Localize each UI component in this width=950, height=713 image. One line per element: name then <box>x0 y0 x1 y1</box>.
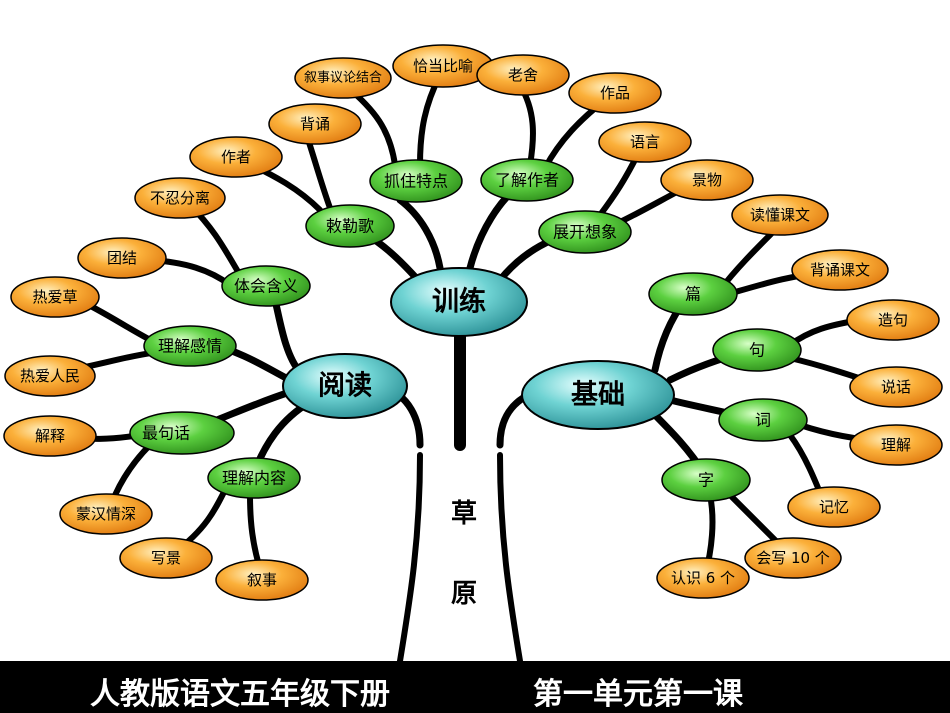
main-node-reading-label: 阅读 <box>318 371 372 402</box>
leaf-renshi[interactable]: 认识 6 个 <box>656 557 750 599</box>
leaf-jingwu-label: 景物 <box>692 171 722 189</box>
sub-node-pian-label: 篇 <box>685 285 701 304</box>
leaf-reaicao[interactable]: 热爱草 <box>10 276 100 318</box>
main-node-basics-label: 基础 <box>571 380 625 411</box>
sub-node-ci[interactable]: 词 <box>718 398 808 442</box>
leaf-xiejing-label: 写景 <box>151 549 181 567</box>
leaf-jiyi[interactable]: 记忆 <box>787 486 881 528</box>
sub-node-tihui-label: 体会含义 <box>234 277 298 296</box>
leaf-menghan[interactable]: 蒙汉情深 <box>59 493 153 535</box>
leaf-dudong[interactable]: 读懂课文 <box>731 194 829 236</box>
leaf-beisong[interactable]: 背诵 <box>268 103 362 145</box>
sub-node-chilege[interactable]: 敕勒歌 <box>305 204 395 248</box>
leaf-huixie-label: 会写 10 个 <box>756 549 830 567</box>
sub-node-zuiju[interactable]: 最句话 <box>129 411 235 455</box>
main-node-training-label: 训练 <box>432 286 486 318</box>
leaf-jiyi-label: 记忆 <box>819 498 849 516</box>
main-node-basics[interactable]: 基础 <box>521 360 675 430</box>
sub-node-zi-label: 字 <box>698 471 714 490</box>
sub-node-lijie-neirong-label: 理解内容 <box>222 469 286 488</box>
leaf-zaoju-label: 造句 <box>878 311 908 329</box>
sub-node-ju-label: 句 <box>749 341 765 360</box>
leaf-beisongkewen-label: 背诵课文 <box>810 261 870 279</box>
leaf-reairenmin-label: 热爱人民 <box>20 367 80 385</box>
sub-node-liaojie-label: 了解作者 <box>495 171 559 190</box>
sub-node-lijie-neirong[interactable]: 理解内容 <box>207 457 301 499</box>
sub-node-liaojie[interactable]: 了解作者 <box>480 158 574 202</box>
sub-node-lijie-ganqing-label: 理解感情 <box>158 337 222 356</box>
sub-node-lijie-ganqing[interactable]: 理解感情 <box>143 325 237 367</box>
sub-node-zuiju-label: 最句话 <box>142 424 190 443</box>
leaf-yuyan[interactable]: 语言 <box>598 121 692 163</box>
leaf-xushiyilun-label: 叙事议论结合 <box>304 71 382 86</box>
leaf-jingwu[interactable]: 景物 <box>660 159 754 201</box>
leaf-yuyan-label: 语言 <box>630 133 660 151</box>
footer-textbook-label: 人教版语文五年级下册 <box>90 677 390 712</box>
sub-node-chilege-label: 敕勒歌 <box>326 217 374 236</box>
leaf-tuanjie[interactable]: 团结 <box>77 237 167 279</box>
leaf-laoshe[interactable]: 老舍 <box>476 54 570 96</box>
leaf-tuanjie-label: 团结 <box>107 249 137 267</box>
sub-node-ci-label: 词 <box>755 411 771 430</box>
leaf-renshi-label: 认识 6 个 <box>671 569 735 587</box>
leaf-huixie[interactable]: 会写 10 个 <box>744 537 842 579</box>
leaf-burenfenli-label: 不忍分离 <box>150 189 210 207</box>
leaf-xushi[interactable]: 叙事 <box>215 559 309 601</box>
trunk-char-1: 草 <box>451 499 477 529</box>
sub-node-pian[interactable]: 篇 <box>648 272 738 316</box>
leaf-zuopin-label: 作品 <box>600 84 630 102</box>
leaf-dudong-label: 读懂课文 <box>750 206 810 224</box>
sub-node-zhankai[interactable]: 展开想象 <box>538 210 632 254</box>
sub-node-zi[interactable]: 字 <box>661 458 751 502</box>
leaf-burenfenli[interactable]: 不忍分离 <box>134 177 226 219</box>
leaf-xushiyilun[interactable]: 叙事议论结合 <box>294 57 392 99</box>
leaf-jieshi-label: 解释 <box>35 427 65 445</box>
leaf-shuohua-label: 说话 <box>881 378 911 396</box>
leaf-lijie[interactable]: 理解 <box>849 424 943 466</box>
main-node-training[interactable]: 训练 <box>390 267 528 337</box>
leaf-qiadang[interactable]: 恰当比喻 <box>392 44 494 88</box>
leaf-laoshe-label: 老舍 <box>508 66 538 84</box>
leaf-beisong-label: 背诵 <box>300 115 330 133</box>
leaf-zuozhe-label: 作者 <box>221 148 251 166</box>
leaf-zuozhe[interactable]: 作者 <box>189 136 283 178</box>
leaf-jieshi[interactable]: 解释 <box>3 415 97 457</box>
footer-bar: 人教版语文五年级下册 第一单元第一课 <box>0 661 950 713</box>
sub-node-ju[interactable]: 句 <box>712 328 802 372</box>
sub-node-zhuazhu[interactable]: 抓住特点 <box>369 159 463 203</box>
trunk-char-2: 原 <box>451 579 477 609</box>
leaf-menghan-label: 蒙汉情深 <box>76 505 136 523</box>
leaf-qiadang-label: 恰当比喻 <box>413 57 473 75</box>
leaf-beisongkewen[interactable]: 背诵课文 <box>791 249 889 291</box>
leaf-xiejing[interactable]: 写景 <box>119 537 213 579</box>
leaf-shuohua[interactable]: 说话 <box>849 366 943 408</box>
leaf-xushi-label: 叙事 <box>247 571 277 589</box>
leaf-reaicao-label: 热爱草 <box>32 288 77 306</box>
sub-node-tihui[interactable]: 体会含义 <box>221 265 311 307</box>
main-node-reading[interactable]: 阅读 <box>282 353 408 419</box>
sub-node-zhuazhu-label: 抓住特点 <box>384 172 448 191</box>
leaf-reairenmin[interactable]: 热爱人民 <box>4 355 96 397</box>
leaf-zuopin[interactable]: 作品 <box>568 72 662 114</box>
sub-node-zhankai-label: 展开想象 <box>553 223 617 242</box>
footer-lesson-label: 第一单元第一课 <box>533 677 743 712</box>
leaf-zaoju[interactable]: 造句 <box>846 299 940 341</box>
leaf-lijie-label: 理解 <box>881 436 911 454</box>
